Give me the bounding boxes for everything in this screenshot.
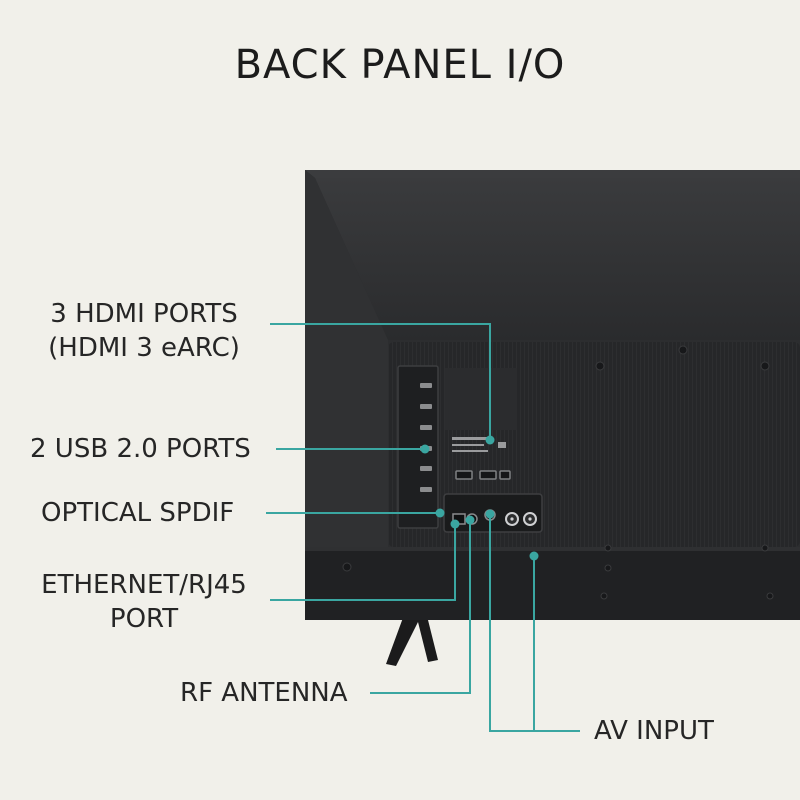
ethernet-label-line1: ETHERNET/RJ45 (41, 570, 247, 600)
rf-label: RF ANTENNA (180, 678, 348, 708)
bottom-bar (305, 547, 800, 620)
hdmi-label-line2: (HDMI 3 eARC) (48, 333, 240, 363)
optical-label: OPTICAL SPDIF (41, 498, 235, 528)
hdmi-label: 3 HDMI PORTS (HDMI 3 eARC) (28, 297, 260, 365)
ethernet-leader (270, 524, 456, 601)
usb-label: 2 USB 2.0 PORTS (30, 434, 251, 464)
ethernet-label-line2: PORT (109, 604, 179, 634)
label-sticker (445, 368, 517, 430)
av-label: AV INPUT (594, 716, 714, 746)
hdmi-leader (270, 323, 491, 440)
page-title: BACK PANEL I/O (234, 42, 566, 88)
hdmi-label-line1: 3 HDMI PORTS (50, 299, 238, 329)
stand-leg (386, 612, 438, 666)
ethernet-label: ETHERNET/RJ45 PORT (24, 568, 264, 636)
av-leader (489, 514, 580, 732)
rf-leader (370, 522, 471, 694)
